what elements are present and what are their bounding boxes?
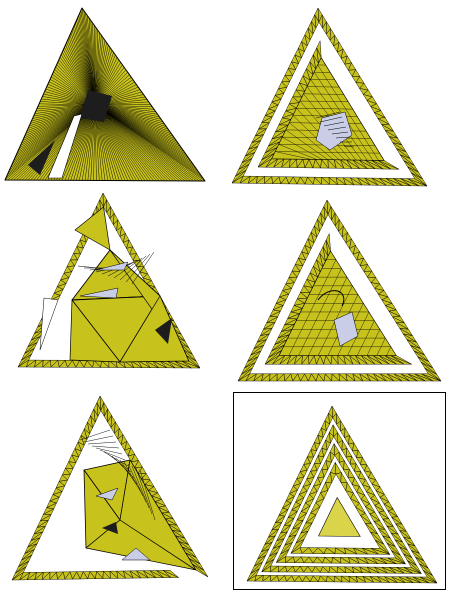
- highlight-frame: [233, 392, 446, 590]
- panel-1-fan-triangulation: [5, 8, 205, 181]
- interior-edge: [100, 450, 125, 460]
- panel-2-spiral-partial: [232, 8, 427, 186]
- panel-4-spiral-curled: [238, 200, 441, 381]
- gap-slit: [40, 298, 58, 350]
- interior-edge: [92, 446, 119, 448]
- panel-3-open-frame: [18, 193, 200, 368]
- interior-edge: [96, 448, 122, 454]
- panel-5-open-frame-mixed: [12, 396, 208, 580]
- interior-edge: [88, 442, 116, 444]
